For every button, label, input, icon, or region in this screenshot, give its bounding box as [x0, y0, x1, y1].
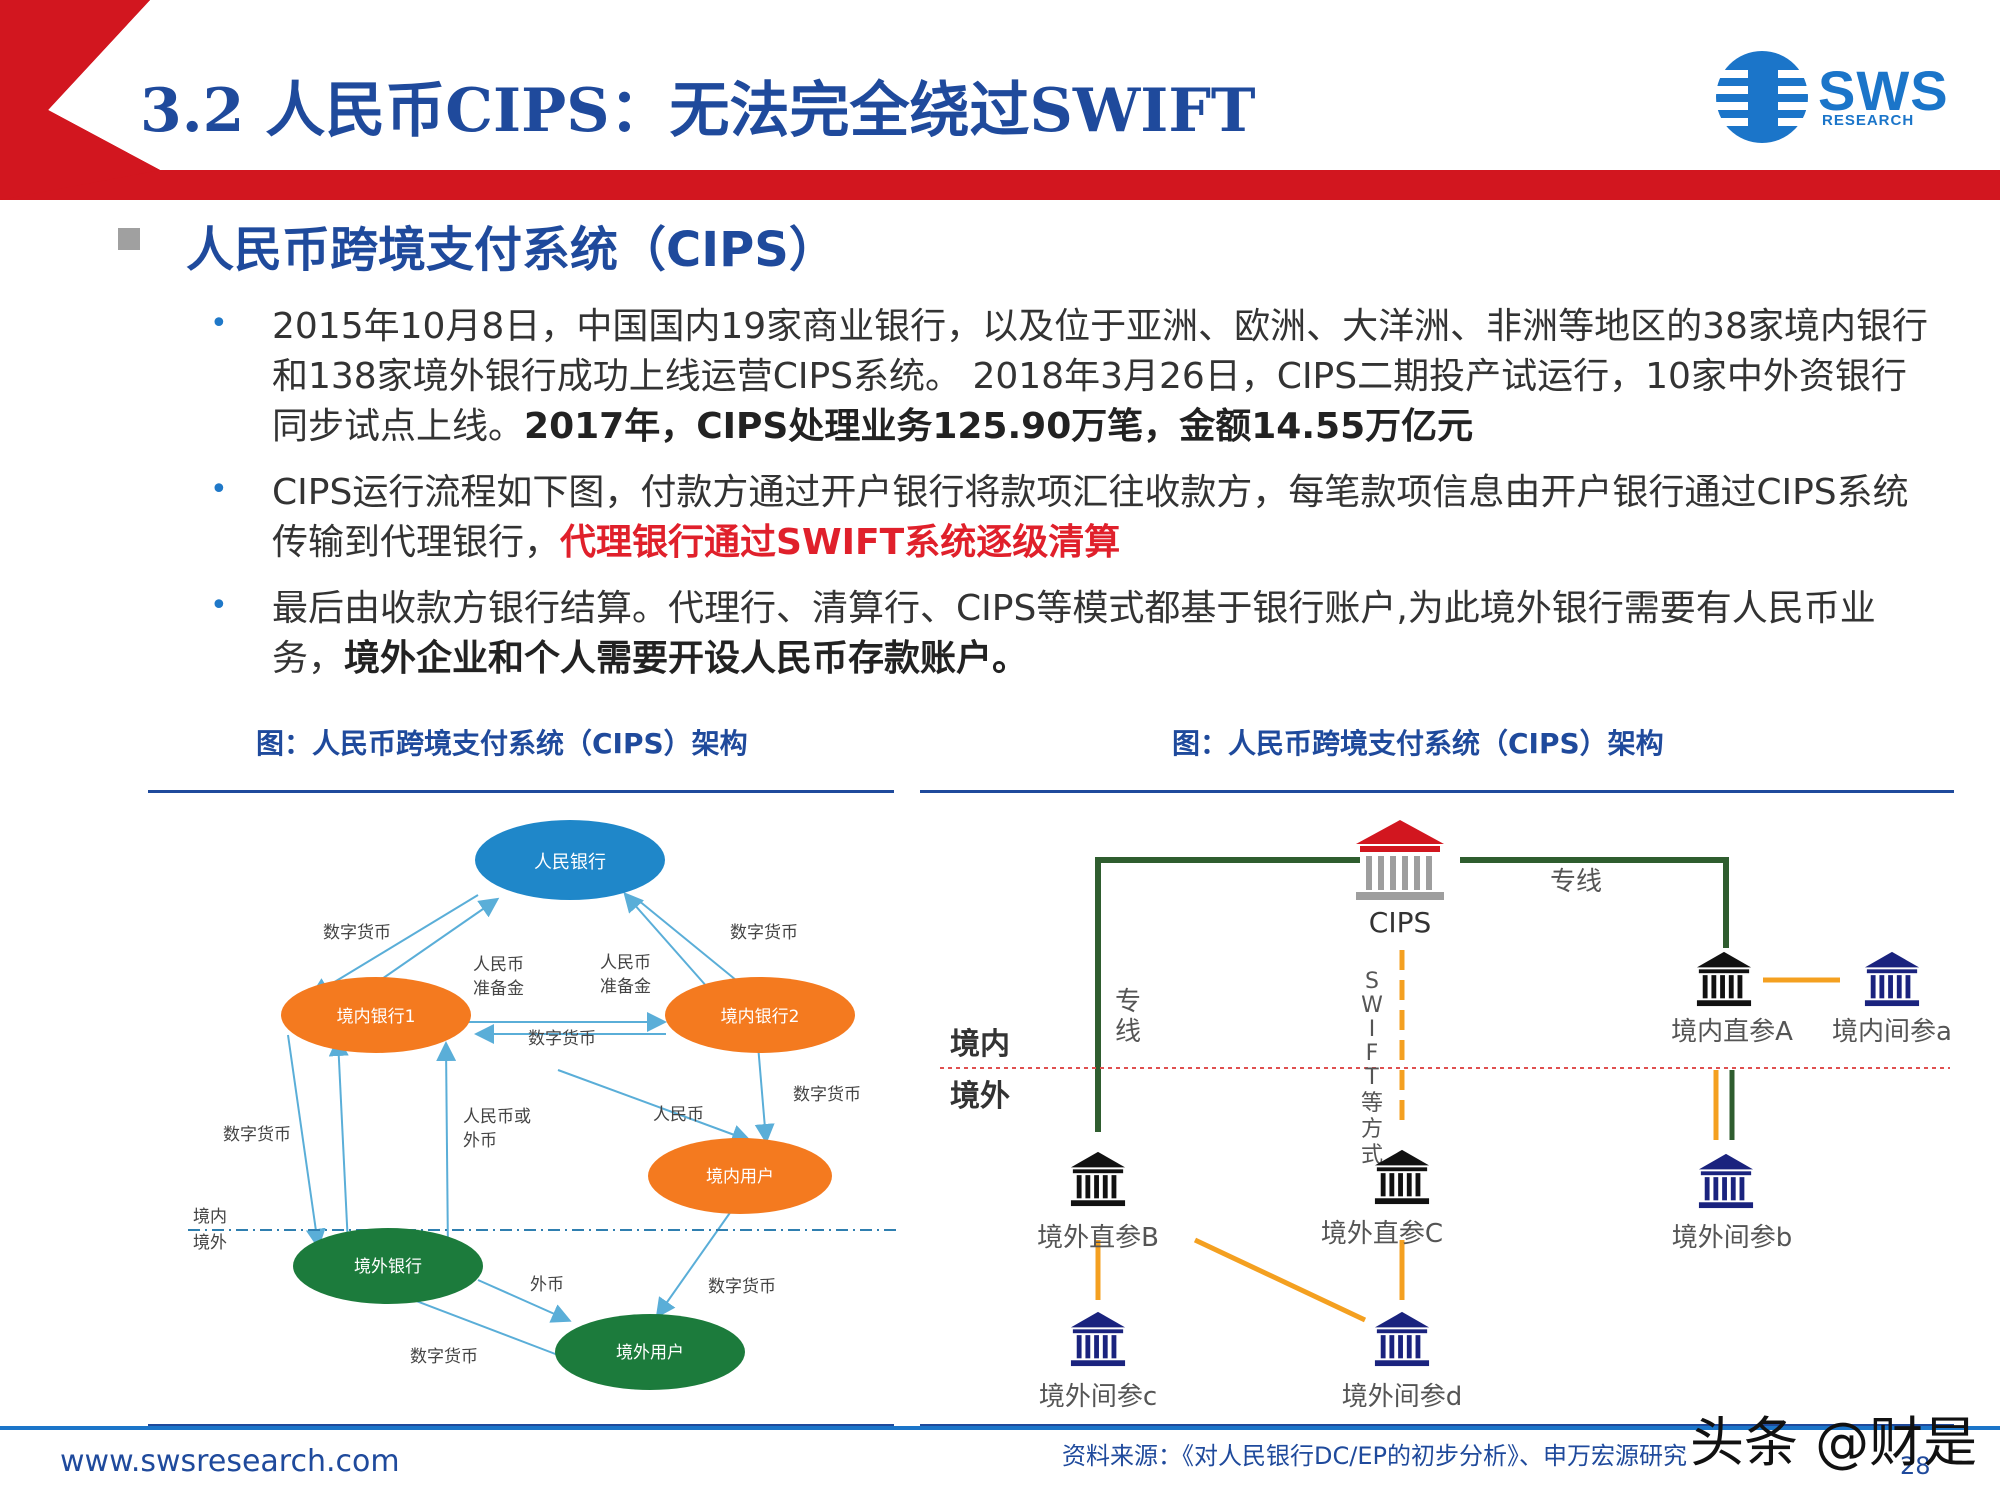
edge-label: 数字货币 — [223, 1125, 291, 1145]
bank-label-dom-direct-a: 境内直参A — [1671, 1017, 1793, 1047]
bullet-1-text: 2015年10月8日，中国国内19家商业银行，以及位于亚洲、欧洲、大洋洲、非洲等… — [272, 306, 1928, 447]
node-domestic-user — [648, 1138, 832, 1214]
bullet-2-text: CIPS运行流程如下图，付款方通过开户银行将款项汇往收款方，每笔款项信息由开户银… — [272, 472, 1909, 563]
swift-label-char: 方 — [1361, 1117, 1383, 1142]
edge-label: 数字货币 — [528, 1029, 596, 1049]
left-cips-diagram: 人民银行 境内银行1 境内银行2 境内用户 境外银行 境外用户 数字货币 数字货… — [188, 820, 898, 1390]
caption-rule-right — [920, 790, 1954, 793]
right-cips-diagram: CIPS 专线 专 线 S W I F T 等 方 式 境内 境外 境内直参A … — [940, 820, 1952, 1412]
node-pboc-label: 人民银行 — [534, 852, 606, 873]
node-domestic-user-label: 境内用户 — [706, 1167, 774, 1187]
bullet-paragraph-3: 最后由收款方银行结算。代理行、清算行、CIPS等模式都基于银行账户,为此境外银行… — [272, 584, 1932, 684]
swift-label-char: W — [1361, 993, 1383, 1018]
edge-label: 人民币 — [653, 1105, 704, 1125]
edge-label: 外币 — [530, 1275, 564, 1295]
bank-icon-for-indirect-d — [1374, 1311, 1430, 1367]
bullet-dot-icon: • — [210, 588, 228, 623]
bank-label-for-indirect-d: 境外间参d — [1342, 1382, 1463, 1412]
bullet-paragraph-2: CIPS运行流程如下图，付款方通过开户银行将款项汇往收款方，每笔款项信息由开户银… — [272, 468, 1932, 568]
bottom-rule-right — [920, 1424, 1954, 1427]
edge-label: 数字货币 — [730, 923, 798, 943]
bank-label-for-indirect-c: 境外间参c — [1039, 1382, 1157, 1412]
section-heading: 人民币跨境支付系统（CIPS） — [186, 222, 837, 278]
section-square-icon — [118, 228, 140, 250]
bullet-paragraph-1: 2015年10月8日，中国国内19家商业银行，以及位于亚洲、欧洲、大洋洲、非洲等… — [272, 302, 1932, 452]
link-B-d — [1193, 1237, 1367, 1323]
edge-label: 人民币 — [600, 953, 651, 973]
edge-label: 数字货币 — [708, 1277, 776, 1297]
edge-label: 准备金 — [473, 979, 524, 999]
caption-right: 图：人民币跨境支付系统（CIPS）架构 — [1172, 727, 1664, 760]
dedicated-line-label-v2: 线 — [1115, 1017, 1141, 1047]
bullet-1-bold: 2017年，CIPS处理业务125.90万笔，金额14.55万亿元 — [524, 406, 1474, 447]
logo-text: SWS — [1818, 59, 1949, 122]
edge-label: 人民币 — [473, 955, 524, 975]
dedicated-line-label-top: 专线 — [1550, 867, 1602, 897]
edge-label: 数字货币 — [793, 1085, 861, 1105]
dedicated-line-label-v1: 专 — [1115, 987, 1141, 1017]
sws-globe-icon — [1716, 51, 1808, 143]
cips-label: CIPS — [1369, 906, 1431, 939]
bank-icon-dom-direct-a — [1696, 951, 1752, 1007]
footer-rule — [0, 1426, 2000, 1430]
node-foreign-user-label: 境外用户 — [616, 1343, 684, 1363]
node-bank1 — [281, 977, 471, 1053]
dedicated-line-left — [1095, 857, 1360, 1132]
bank-icon-for-indirect-b — [1698, 1153, 1754, 1209]
node-bank2 — [665, 977, 855, 1053]
swift-label-char: 式 — [1361, 1143, 1383, 1168]
boundary-label-overseas: 境外 — [950, 1079, 1010, 1114]
bullet-dot-icon: • — [210, 306, 228, 341]
swift-label-char: 等 — [1361, 1091, 1383, 1116]
bank-icon-for-direct-b — [1070, 1151, 1126, 1207]
edge-label: 准备金 — [600, 977, 651, 997]
bank-icon-for-indirect-c — [1070, 1311, 1126, 1367]
node-foreign-user — [555, 1314, 745, 1390]
node-bank2-label: 境内银行2 — [721, 1007, 800, 1027]
swift-label-char: F — [1366, 1041, 1379, 1066]
watermark: 头条 @财是 — [1690, 1411, 1978, 1474]
swift-label-char: S — [1365, 969, 1379, 994]
bullet-3-text: 最后由收款方银行结算。代理行、清算行、CIPS等模式都基于银行账户,为此境外银行… — [272, 588, 1876, 679]
cips-building-icon — [1356, 820, 1444, 900]
logo-subtext: RESEARCH — [1822, 112, 1915, 129]
edge-label: 数字货币 — [323, 923, 391, 943]
footer-source: 资料来源：《对人民银行DC/EP的初步分析》、申万宏源研究 — [1062, 1442, 1687, 1470]
bullet-2-red: 代理银行通过SWIFT系统逐级清算 — [560, 522, 1121, 563]
node-pboc — [475, 820, 665, 900]
bank-icon-for-direct-c — [1374, 1149, 1430, 1205]
swift-label-char: I — [1369, 1017, 1376, 1042]
red-rule — [0, 186, 2000, 196]
bank-label-for-direct-b: 境外直参B — [1037, 1223, 1159, 1253]
edge-label: 人民币或 — [463, 1107, 531, 1127]
boundary-label-domestic: 境内 — [193, 1207, 227, 1227]
caption-rule-left — [148, 790, 894, 793]
bank-label-for-indirect-b: 境外间参b — [1672, 1223, 1793, 1253]
red-header-band — [0, 0, 2000, 200]
bank-label-dom-indirect-a: 境内间参a — [1832, 1017, 1952, 1047]
bank-icon-dom-indirect-a — [1864, 951, 1920, 1007]
caption-left: 图：人民币跨境支付系统（CIPS）架构 — [256, 727, 748, 760]
boundary-label-domestic: 境内 — [950, 1027, 1010, 1062]
edge-label: 数字货币 — [410, 1347, 478, 1367]
bullet-3-bold: 境外企业和个人需要开设人民币存款账户。 — [344, 638, 1029, 679]
bullet-dot-icon: • — [210, 472, 228, 507]
bottom-rule-left — [148, 1424, 894, 1427]
node-foreign-bank — [293, 1228, 483, 1304]
page-number: 28 — [1900, 1452, 1931, 1480]
dedicated-line-right — [1460, 857, 1729, 948]
page-title: 3.2 人民币CIPS：无法完全绕过SWIFT — [140, 76, 1256, 146]
node-foreign-bank-label: 境外银行 — [354, 1257, 422, 1277]
footer-website-link[interactable]: www.swsresearch.com — [60, 1444, 400, 1479]
node-bank1-label: 境内银行1 — [337, 1007, 416, 1027]
edge-label: 外币 — [463, 1131, 497, 1151]
bank-label-for-direct-c: 境外直参C — [1321, 1219, 1443, 1249]
swift-label-char: T — [1364, 1065, 1379, 1090]
boundary-label-overseas: 境外 — [193, 1233, 227, 1253]
